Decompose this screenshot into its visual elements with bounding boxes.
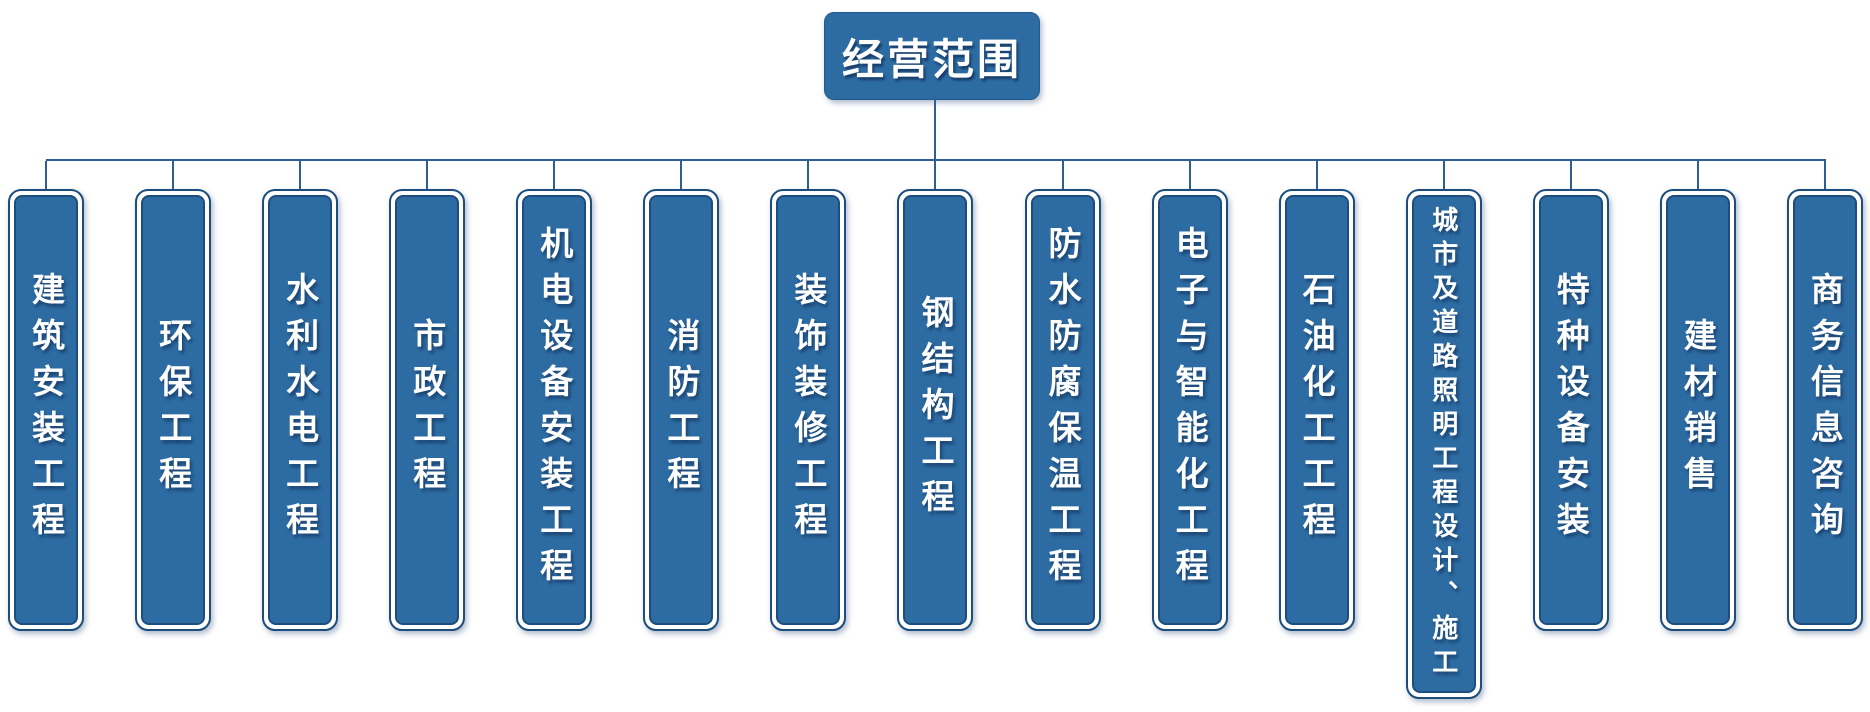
- branch-connector-stub: [680, 161, 683, 189]
- branch-label: 特种设备安装: [1552, 272, 1590, 548]
- branch-box-inner: 环保工程: [141, 195, 206, 625]
- branch-box: 城市及道路照明工程设计、施工: [1405, 189, 1482, 699]
- branch-box-inner: 防水防腐保温工程: [1030, 195, 1095, 625]
- branch-column: 环保工程: [135, 161, 212, 699]
- branch-connector-stub: [1315, 161, 1318, 189]
- branch-connector-stub: [1823, 161, 1826, 189]
- branch-box: 电子与智能化工程: [1151, 189, 1228, 631]
- branch-box: 建材销售: [1659, 189, 1736, 631]
- branch-column: 钢结构工程: [897, 161, 974, 699]
- branch-box-inner: 建材销售: [1665, 195, 1730, 625]
- branch-column: 消防工程: [643, 161, 720, 699]
- root-node: 经营范围: [824, 12, 1040, 100]
- branch-box-inner: 水利水电工程: [268, 195, 333, 625]
- branch-connector-stub: [1061, 161, 1064, 189]
- branch-box-inner: 钢结构工程: [903, 195, 968, 625]
- branch-column: 石油化工工程: [1278, 161, 1355, 699]
- branch-column: 城市及道路照明工程设计、施工: [1405, 161, 1482, 699]
- branch-column: 商务信息咨询: [1786, 161, 1863, 699]
- branch-box-inner: 建筑安装工程: [14, 195, 78, 625]
- branch-box: 特种设备安装: [1532, 189, 1609, 631]
- branch-box-inner: 石油化工工程: [1284, 195, 1349, 625]
- branch-label: 装饰装修工程: [789, 272, 827, 548]
- branch-column: 特种设备安装: [1532, 161, 1609, 699]
- branch-label: 商务信息咨询: [1806, 272, 1844, 548]
- branch-box: 建筑安装工程: [8, 189, 84, 631]
- branch-label: 防水防腐保温工程: [1044, 226, 1081, 594]
- branch-label: 建材销售: [1679, 318, 1717, 502]
- branch-label: 城市及道路照明工程设计、施工: [1428, 206, 1459, 682]
- branch-connector-stub: [426, 161, 429, 189]
- branch-box: 钢结构工程: [897, 189, 974, 631]
- branch-connector-stub: [45, 161, 47, 189]
- branch-column: 建材销售: [1659, 161, 1736, 699]
- branch-label: 环保工程: [154, 318, 192, 502]
- branch-row: 建筑安装工程 环保工程 水利水电工程: [0, 161, 1870, 699]
- branch-box-inner: 机电设备安装工程: [522, 195, 587, 625]
- branch-connector-stub: [553, 161, 556, 189]
- branch-label: 消防工程: [662, 318, 700, 502]
- branch-connector-stub: [172, 161, 175, 189]
- branch-column: 机电设备安装工程: [516, 161, 593, 699]
- horizontal-connector-line: [46, 159, 1826, 161]
- branch-box: 市政工程: [389, 189, 466, 631]
- branch-box: 机电设备安装工程: [516, 189, 593, 631]
- branch-box-inner: 市政工程: [395, 195, 460, 625]
- branch-label: 电子与智能化工程: [1171, 226, 1209, 594]
- branch-connector-stub: [1569, 161, 1572, 189]
- root-node-label: 经营范围: [841, 35, 1022, 83]
- branch-connector-stub: [807, 161, 810, 189]
- branch-label: 建筑安装工程: [27, 272, 65, 548]
- branch-label: 石油化工工程: [1298, 272, 1336, 548]
- branch-column: 建筑安装工程: [8, 161, 84, 699]
- branch-box-inner: 城市及道路照明工程设计、施工: [1411, 195, 1476, 693]
- branch-label: 市政工程: [408, 318, 446, 502]
- branch-box: 水利水电工程: [262, 189, 339, 631]
- branch-column: 防水防腐保温工程: [1024, 161, 1101, 699]
- branch-connector-stub: [1696, 161, 1699, 189]
- branch-box-inner: 消防工程: [649, 195, 714, 625]
- branch-box: 防水防腐保温工程: [1024, 189, 1101, 631]
- branch-label: 水利水电工程: [281, 272, 319, 548]
- branch-box-inner: 特种设备安装: [1538, 195, 1603, 625]
- branch-column: 电子与智能化工程: [1151, 161, 1228, 699]
- branch-box: 商务信息咨询: [1786, 189, 1863, 631]
- branch-box: 环保工程: [135, 189, 212, 631]
- branch-box-inner: 商务信息咨询: [1792, 195, 1857, 625]
- branch-column: 装饰装修工程: [770, 161, 847, 699]
- branch-label: 钢结构工程: [916, 295, 954, 525]
- root-connector-line: [934, 97, 936, 161]
- branch-connector-stub: [934, 161, 937, 189]
- branch-connector-stub: [1442, 161, 1445, 189]
- branch-connector-stub: [1188, 161, 1191, 189]
- branch-box-inner: 电子与智能化工程: [1157, 195, 1222, 625]
- branch-connector-stub: [299, 161, 302, 189]
- branch-column: 市政工程: [389, 161, 466, 699]
- branch-label: 机电设备安装工程: [535, 226, 573, 594]
- branch-box: 装饰装修工程: [770, 189, 847, 631]
- branch-box: 石油化工工程: [1278, 189, 1355, 631]
- branch-column: 水利水电工程: [262, 161, 339, 699]
- branch-box: 消防工程: [643, 189, 720, 631]
- branch-box-inner: 装饰装修工程: [776, 195, 841, 625]
